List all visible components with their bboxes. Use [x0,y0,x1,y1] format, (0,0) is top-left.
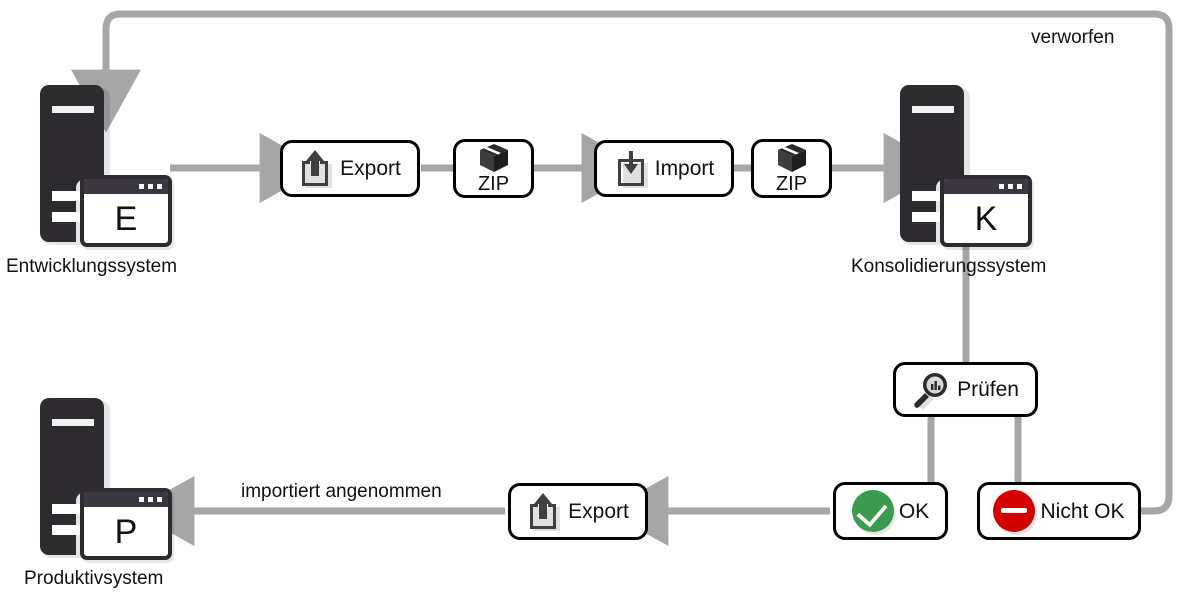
titlebar-dot [148,184,153,189]
wire-notok-to-dev-rejected [71,10,1173,515]
import-download-icon [617,150,648,188]
system-monitor-entwicklungssystem: E [80,175,172,247]
package-box-icon [479,144,508,172]
step-pruefen[interactable]: Prüfen [893,362,1038,417]
titlebar-dot [157,497,162,502]
step-export-bottom[interactable]: Export [508,483,648,540]
step-zip-one[interactable]: ZIP [453,139,534,198]
system-monitor-konsolidierungssystem: K [940,175,1032,247]
monitor-titlebar [84,492,168,507]
step-import[interactable]: Import [594,140,734,197]
titlebar-dot [139,497,144,502]
monitor-titlebar [944,179,1028,194]
edge-label-verworfen: verworfen [1031,27,1115,48]
titlebar-dot [1017,184,1022,189]
step-export-top[interactable]: Export [280,140,420,197]
red-minus-circle-icon [993,490,1036,532]
system-label-produktivsystem: Produktivsystem [24,568,164,589]
titlebar-dot [139,184,144,189]
titlebar-dot [148,497,153,502]
export-upload-icon [530,492,561,531]
green-check-circle-icon [851,490,894,532]
system-node-produktivsystem[interactable]: P [38,398,172,560]
step-export-top-label: Export [340,157,401,180]
titlebar-dot [1008,184,1013,189]
step-import-label: Import [654,157,715,180]
monitor-titlebar [84,179,168,194]
step-not-ok-label: Nicht OK [1040,499,1125,523]
system-letter-produktivsystem: P [114,512,138,551]
system-letter-entwicklungssystem: E [114,199,138,238]
system-node-konsolidierungssystem[interactable]: K [898,85,1032,247]
system-letter-konsolidierungssystem: K [974,199,998,238]
titlebar-dot [157,184,162,189]
step-export-bottom-label: Export [568,500,629,523]
step-zip-two[interactable]: ZIP [751,139,832,198]
step-not-ok[interactable]: Nicht OK [977,482,1141,540]
package-box-icon [777,144,806,172]
step-ok[interactable]: OK [833,482,948,540]
export-upload-icon [302,149,333,188]
titlebar-dot [999,184,1004,189]
edge-label-importiert-angenommen: importiert angenommen [241,481,442,502]
magnifier-chart-icon [914,372,948,409]
step-zip-two-label: ZIP [775,173,808,195]
system-node-entwicklungssystem[interactable]: E [38,85,172,247]
step-ok-label: OK [898,499,930,523]
system-label-entwicklungssystem: Entwicklungssystem [6,256,178,277]
system-monitor-produktivsystem: P [80,488,172,560]
step-zip-one-label: ZIP [477,173,510,195]
server-tower-icon [900,85,970,245]
step-pruefen-label: Prüfen [957,378,1019,401]
system-label-konsolidierungssystem: Konsolidierungssystem [851,256,1047,277]
